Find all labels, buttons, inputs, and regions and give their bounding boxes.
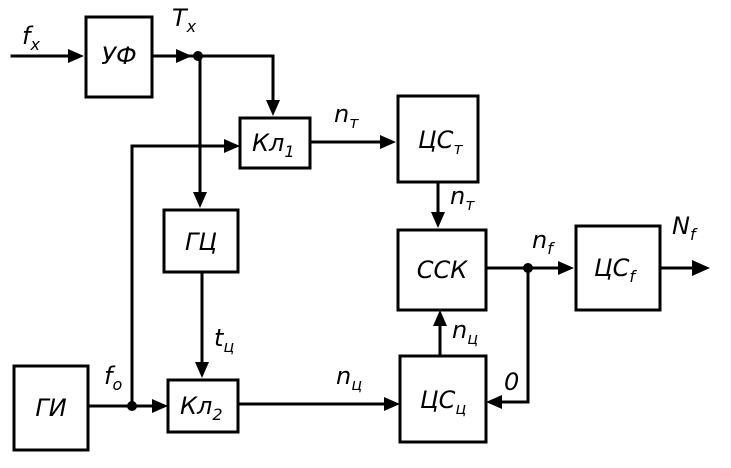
block-csf-label: ЦСf [594,254,637,286]
arrow-into-csc-right [486,395,502,409]
block-gi-label: ГИ [35,394,66,422]
arrow-into-uf [68,49,84,63]
junction-dot-tx [193,51,203,61]
block-kl1-label: Кл1 [252,129,295,161]
arrow-into-csf [558,261,574,275]
arrow-into-ssk-bottom [433,310,447,326]
signal-label-Nf: Nf [672,212,698,244]
junction-dot-nf [523,263,533,273]
block-gc: ГЦ [162,208,240,274]
arrow-into-kl1-top [266,100,280,116]
arrow-into-kl1-left [224,139,240,153]
signal-label-nt-kl1: nт [334,100,359,132]
block-cst-label: ЦСт [418,126,463,158]
arrow-into-gc [193,192,207,208]
arrow-into-kl2-left [152,399,168,413]
signal-label-tc: tц [214,324,234,356]
wire-f0-to-kl1 [130,144,230,408]
block-ssk: ССК [396,228,488,312]
arrowheads [68,49,710,413]
arrow-into-ssk-top [431,212,445,228]
block-ssk-label: ССК [417,256,469,284]
block-csf: ЦСf [574,224,662,312]
signal-label-nc-csc: nц [336,362,362,394]
block-uf-label: УФ [101,42,136,70]
block-csc-label: ЦСц [420,386,466,418]
arrow-into-csc [384,397,400,411]
wire-tx-to-kl1 [194,54,275,104]
block-kl2: Кл2 [166,378,240,434]
block-gc-label: ГЦ [185,228,217,256]
signal-label-nt-ssk: nт [450,182,475,214]
block-gi: ГИ [12,364,90,452]
block-csc: ЦСц [398,354,488,444]
arrow-junction [176,49,192,63]
block-uf: УФ [84,15,154,99]
junction-dot-f0 [127,401,137,411]
block-kl2-label: Кл2 [180,392,223,424]
signal-label-tx: Tx [172,4,197,36]
arrow-output-nf [692,260,710,276]
arrow-into-kl2-top [195,362,209,378]
signal-label-fx: fx [22,22,40,54]
block-cst: ЦСт [396,94,480,184]
signal-label-nf: nf [532,226,555,258]
wires [10,54,698,408]
wire-feedback-zero [496,266,530,404]
signal-label-f0: fo [104,362,122,394]
block-kl1: Кл1 [238,116,312,170]
signal-label-nc-ssk: nц [452,316,478,348]
arrow-into-cst [380,135,396,149]
signal-label-zero: 0 [504,368,519,396]
